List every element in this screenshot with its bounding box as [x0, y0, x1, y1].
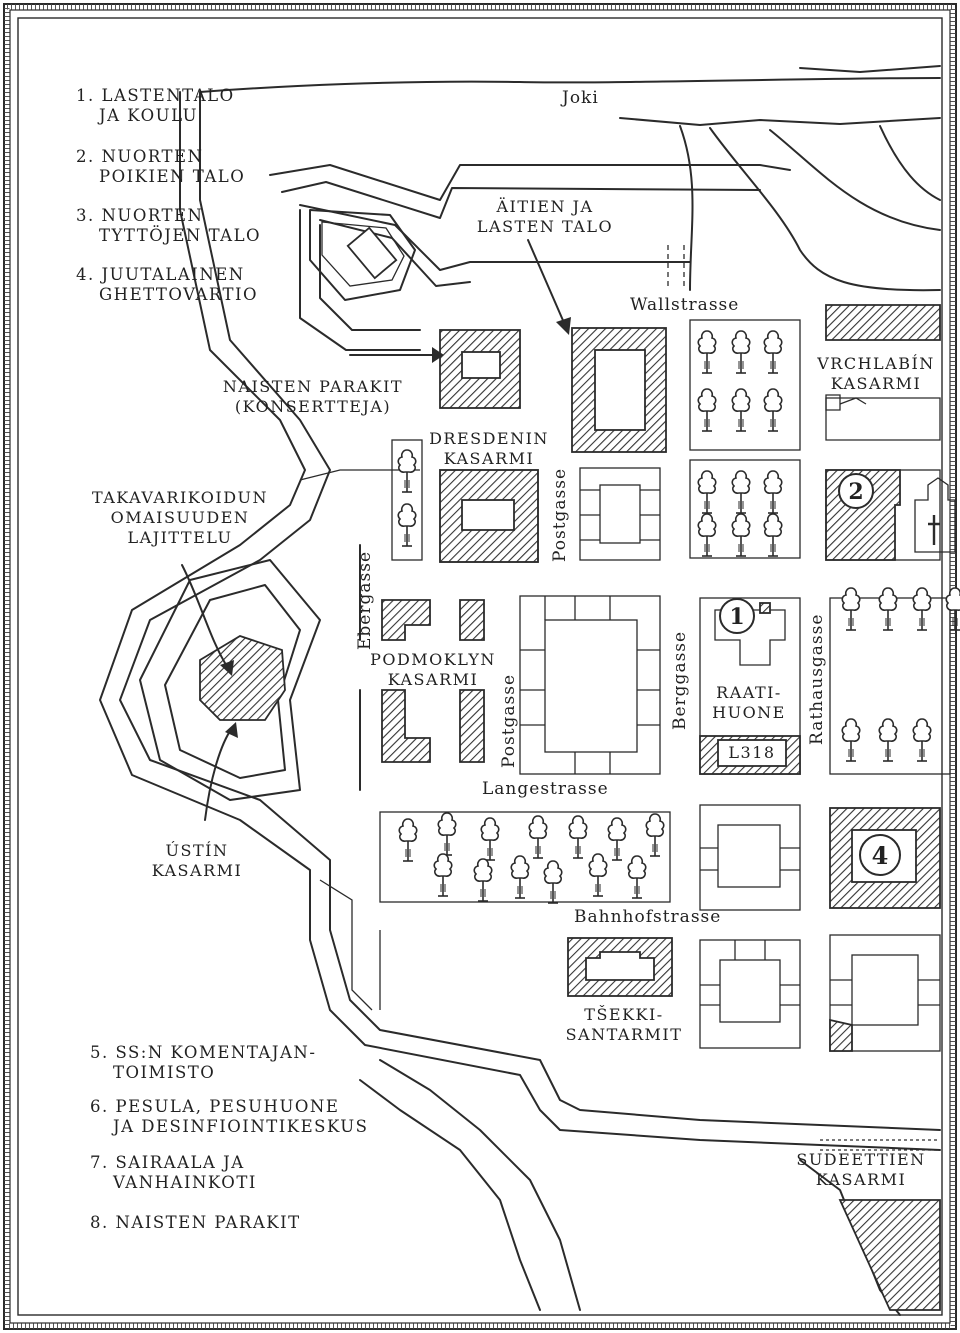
- l318-label: L318: [728, 743, 775, 762]
- sudeten-label-2: KASARMI: [816, 1170, 907, 1189]
- legend-top: 1. LASTENTALO JA KOULU 2. NUORTEN POIKIE…: [76, 86, 261, 304]
- town-hall-label-1: RAATI-: [716, 683, 782, 702]
- podmokly-label-2: KASARMI: [388, 670, 479, 689]
- legend-item-6-line-1: 6. PESULA, PESUHUONE: [90, 1097, 339, 1116]
- dresden-label-1: DRESDENIN: [429, 429, 549, 448]
- mothers-house-label-2: LASTEN TALO: [477, 217, 613, 236]
- place-labels: Joki ÄITIEN JA LASTEN TALO NAISTEN PARAK…: [92, 88, 935, 1189]
- vrchlabi-label-2: KASARMI: [831, 374, 922, 393]
- legend-item-4-line-2: GHETTOVARTIO: [99, 285, 258, 304]
- womens-barracks-label-2: (KONSERTTEJA): [235, 397, 391, 416]
- berggasse-label: Berggasse: [670, 631, 690, 730]
- legend-item-2-line-1: 2. NUORTEN: [76, 147, 203, 166]
- legend-item-5-line-1: 5. SS:N KOMENTAJAN-: [90, 1043, 316, 1062]
- marker-4: [859, 834, 901, 876]
- numbered-markers: 1 2 4: [719, 473, 901, 876]
- legend-item-1-line-1: 1. LASTENTALO: [76, 86, 235, 105]
- ustin-label-2: KASARMI: [152, 861, 243, 880]
- ustin-label-1: ÚSTÍN: [166, 840, 229, 860]
- sudeten-label-1: SUDEETTIEN: [796, 1150, 925, 1169]
- legend-item-1-line-2: JA KOULU: [97, 106, 198, 125]
- marker-4-label: 4: [872, 841, 889, 870]
- vrchlabi-label-1: VRCHLABÍN: [816, 353, 935, 373]
- legend-item-7-line-1: 7. SAIRAALA JA: [90, 1153, 245, 1172]
- marker-1-label: 1: [729, 604, 744, 630]
- marker-1: [719, 598, 755, 634]
- legend-item-8-line-1: 8. NAISTEN PARAKIT: [90, 1213, 301, 1232]
- legend-bottom: 5. SS:N KOMENTAJAN- TOIMISTO 6. PESULA, …: [90, 1043, 368, 1232]
- langestrasse-label: Langestrasse: [482, 779, 609, 799]
- gate-marks: [667, 245, 685, 290]
- legend-item-3-line-1: 3. NUORTEN: [76, 206, 203, 225]
- river-label: Joki: [560, 88, 599, 108]
- legend-item-3-line-2: TYTTÖJEN TALO: [99, 225, 261, 245]
- town-hall-label-2: HUONE: [712, 703, 786, 722]
- czech-gendarmes-label-2: SANTARMIT: [566, 1025, 683, 1044]
- river-lines: [199, 65, 941, 292]
- czech-gendarmes-label-1: TŠEKKI-: [584, 1004, 663, 1024]
- dresden-label-2: KASARMI: [444, 449, 535, 468]
- wallstrasse-label: Wallstrasse: [630, 295, 739, 315]
- street-labels: Wallstrasse Postgasse Postgasse Ebergass…: [355, 295, 827, 927]
- legend-item-5-line-2: TOIMISTO: [113, 1063, 215, 1082]
- confiscated-label-2: OMAISUUDEN: [111, 508, 250, 527]
- marker-2: [838, 473, 874, 509]
- map-frame: [3, 3, 957, 1330]
- postgasse-lower-label: Postgasse: [499, 674, 519, 768]
- marker-2-label: 2: [848, 479, 863, 505]
- pointer-arrows: [181, 239, 571, 821]
- legend-item-6-line-2: JA DESINFIOINTIKESKUS: [111, 1117, 368, 1136]
- ebergasse-label: Ebergasse: [355, 551, 375, 650]
- pentagon-bastion: [309, 209, 416, 301]
- confiscated-label-1: TAKAVARIKOIDUN: [92, 488, 268, 507]
- womens-barracks-label-1: NAISTEN PARAKIT: [223, 377, 403, 396]
- podmokly-label-1: PODMOKLYN: [370, 650, 496, 669]
- rathausgasse-label: Rathausgasse: [807, 614, 827, 745]
- legend-item-4-line-1: 4. JUUTALAINEN: [76, 265, 245, 284]
- legend-item-7-line-2: VANHAINKOTI: [112, 1173, 257, 1192]
- confiscated-label-3: LAJITTELU: [128, 528, 233, 547]
- bahnhofstrasse-label: Bahnhofstrasse: [574, 907, 721, 927]
- postgasse-upper-label: Postgasse: [550, 468, 570, 562]
- mothers-house-label-1: ÄITIEN JA: [495, 196, 593, 216]
- legend-item-2-line-2: POIKIEN TALO: [99, 167, 245, 186]
